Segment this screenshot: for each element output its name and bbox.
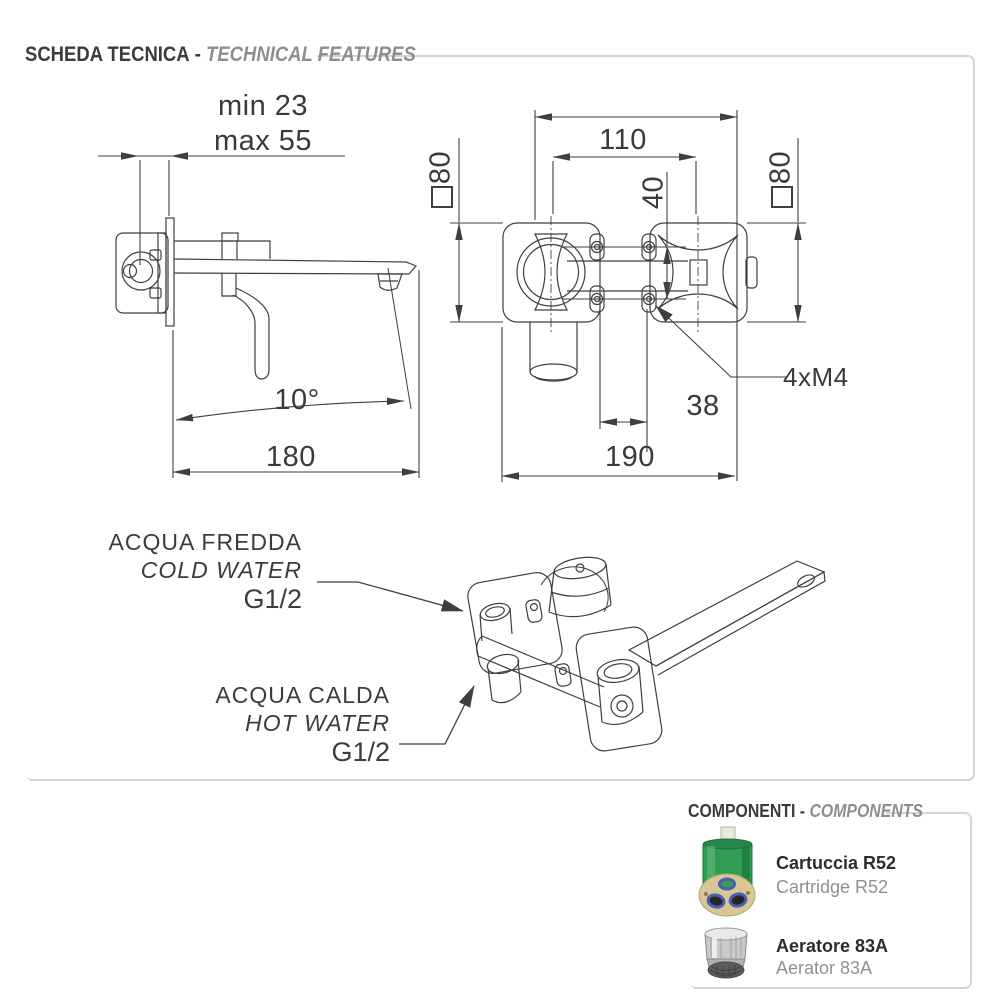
tech-title-italian: SCHEDA TECNICA (25, 43, 190, 66)
side-view-drawing (115, 217, 418, 410)
hot-water-thread: G1/2 (331, 737, 390, 767)
dim-handle-centers: 110 (599, 124, 647, 156)
dim-screws: 4xM4 (783, 362, 849, 392)
dim-depth-min: min 23 (217, 90, 309, 122)
component-2-name: Aeratore 83A (776, 936, 889, 956)
dim-plate-right: 80 (764, 150, 797, 185)
connection-leaders (317, 581, 475, 745)
components-title-english: COMPONENTS (809, 801, 924, 821)
tech-title-separator: - (194, 43, 207, 66)
dim-spout-length: 180 (266, 441, 316, 473)
cold-water-line1: ACQUA FREDDA (108, 529, 302, 555)
hot-water-label: ACQUA CALDA HOT WATER G1/2 (188, 681, 390, 767)
hot-water-line2: HOT WATER (245, 710, 390, 736)
cold-water-thread: G1/2 (243, 584, 302, 614)
component-1-name: Cartuccia R52 (776, 853, 897, 873)
cold-water-label: ACQUA FREDDA COLD WATER G1/2 (100, 528, 302, 614)
square-section-symbol-right (771, 186, 793, 208)
dim-holes-horizontal: 38 (686, 390, 720, 422)
component-2-subname: Aerator 83A (776, 958, 873, 978)
dim-plate-left: 80 (424, 150, 457, 185)
hot-water-leader (399, 685, 475, 745)
dim-depth-max: max 55 (213, 125, 313, 157)
cartridge-icon (696, 825, 758, 919)
components-title-italian: COMPONENTI (688, 801, 796, 821)
dim-overall-width: 190 (605, 441, 655, 473)
technical-section-header: SCHEDA TECNICA - TECHNICAL FEATURES (25, 41, 416, 69)
dim-holes-vertical: 40 (637, 175, 670, 210)
aerator-icon (699, 924, 753, 980)
cold-water-leader (317, 581, 464, 612)
perspective-view-drawing (467, 556, 826, 752)
square-section-symbol-left (431, 186, 453, 208)
components-title-separator: - (799, 801, 810, 821)
side-view-dimensions (98, 152, 420, 478)
component-1-subname: Cartridge R52 (776, 877, 889, 897)
components-section-header: COMPONENTI - COMPONENTS (688, 797, 923, 825)
dim-spout-angle: 10° (274, 384, 320, 416)
front-view-drawing (502, 216, 758, 382)
front-view-dimensions (450, 110, 806, 482)
technical-section-frame (27, 55, 975, 781)
hot-water-line1: ACQUA CALDA (215, 682, 390, 708)
tech-title-english: TECHNICAL FEATURES (206, 43, 416, 66)
cold-water-line2: COLD WATER (140, 557, 302, 583)
